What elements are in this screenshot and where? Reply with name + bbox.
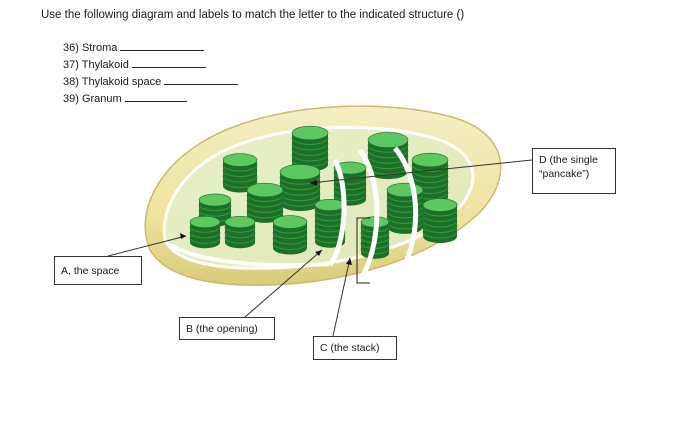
label-d: D (the single “pancake”) (532, 148, 616, 194)
leader-line-d (309, 159, 533, 184)
thylakoid-disc-top (272, 215, 308, 229)
question-label: 38) Thylakoid space (63, 76, 162, 88)
answer-blank[interactable] (131, 57, 206, 68)
question-label: 37) Thylakoid (63, 59, 129, 71)
leader-line-b (244, 249, 323, 318)
answer-blank[interactable] (164, 74, 239, 85)
arrowhead-d (310, 180, 317, 186)
stack-bracket (356, 217, 370, 284)
question-thylakoid-space: 38) Thylakoid space (63, 74, 239, 88)
thylakoid-disc-top (422, 198, 458, 212)
question-label: 39) Granum (63, 93, 122, 105)
thylakoid-disc-top (189, 216, 221, 229)
answer-blank[interactable] (120, 40, 205, 51)
thylakoid-disc-top (411, 152, 449, 168)
answer-blank[interactable] (124, 91, 187, 102)
inner-membrane-band (327, 158, 347, 267)
question-stroma: 36) Stroma (63, 40, 205, 54)
thylakoid-disc-top (279, 164, 321, 180)
instruction-text: Use the following diagram and labels to … (41, 9, 465, 21)
thylakoid-disc-top (314, 199, 346, 212)
thylakoid-disc-top (222, 153, 258, 167)
thylakoid-disc-top (291, 125, 329, 141)
label-c: C (the stack) (313, 336, 397, 360)
question-granum: 39) Granum (63, 91, 187, 105)
arrowhead-b (315, 250, 322, 256)
thylakoid-disc-top (224, 216, 256, 229)
inner-membrane-band (357, 148, 380, 282)
question-label: 36) Stroma (63, 42, 118, 54)
leader-line-c (332, 257, 351, 337)
thylakoid-disc-top (367, 132, 409, 148)
leader-line-a (107, 235, 187, 257)
thylakoid-disc-top (198, 193, 232, 207)
inner-membrane-band (393, 146, 419, 282)
arrowhead-a (180, 233, 186, 239)
thylakoid-disc-top (386, 182, 424, 198)
label-a: A, the space (54, 256, 142, 285)
question-thylakoid: 37) Thylakoid (63, 57, 206, 71)
thylakoid-disc-top (246, 182, 284, 198)
lower-membrane-band (169, 243, 331, 268)
arrowhead-c (346, 258, 352, 265)
label-b: B (the opening) (179, 317, 275, 340)
